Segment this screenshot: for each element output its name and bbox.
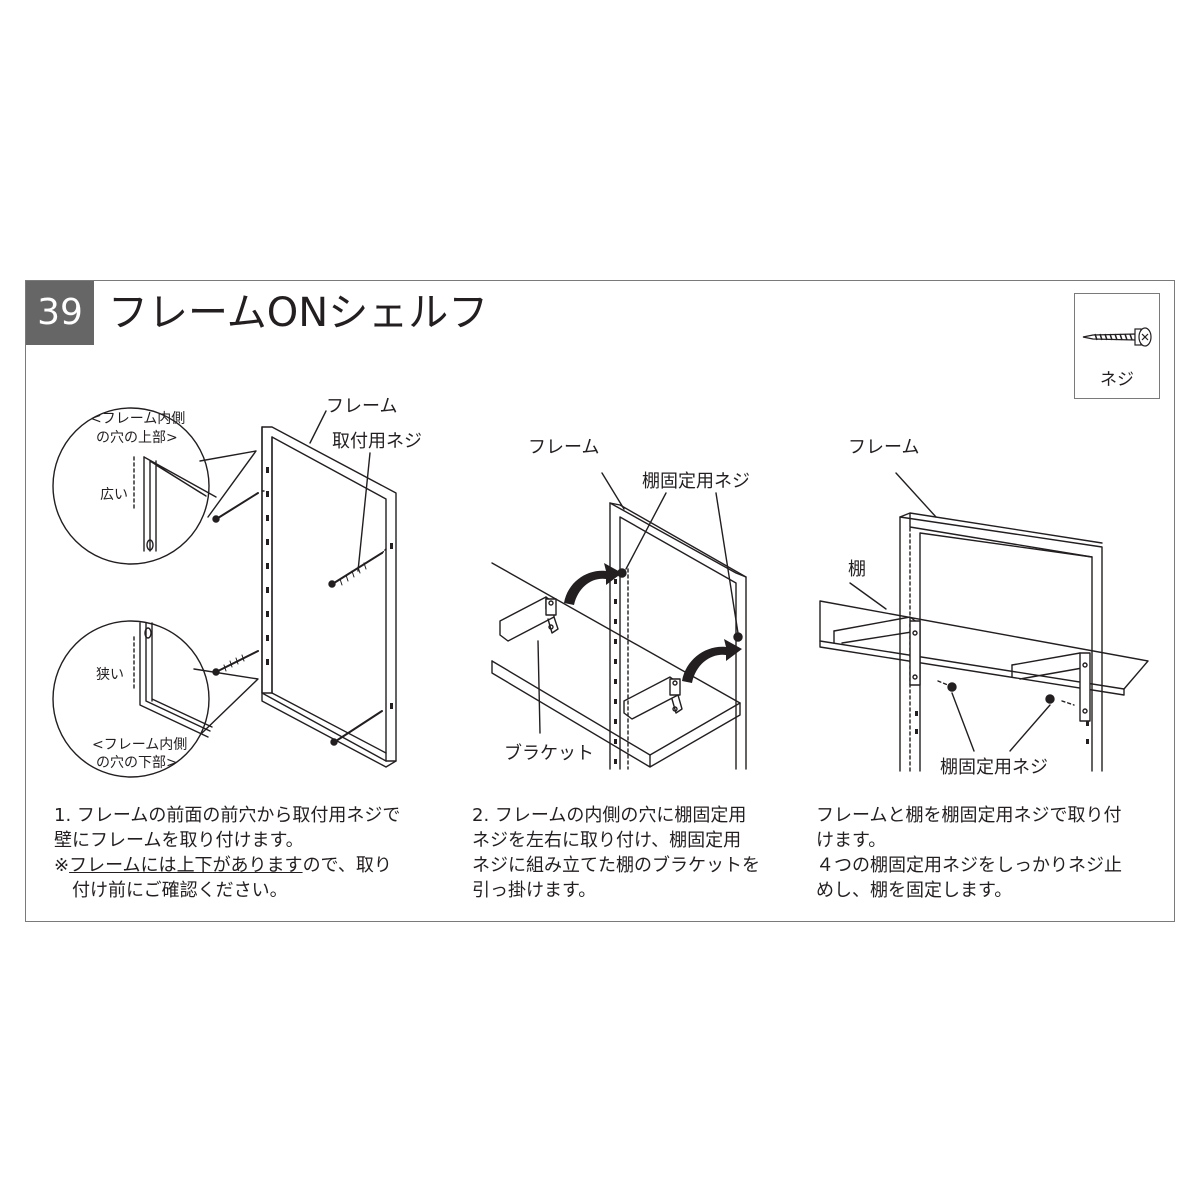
step3-caption: フレームと棚を棚固定用ネジで取り付 けます。 ４つの棚固定用ネジをしっかりネジ止… <box>816 803 1156 903</box>
note-prefix: ※ <box>54 855 70 876</box>
step3-illustration <box>819 472 1149 772</box>
step2-caption-line2: ネジを左右に取り付け、棚固定用 <box>472 830 742 851</box>
step2-frame <box>609 502 747 770</box>
step3-shelf-label: 棚 <box>848 559 866 580</box>
step2-caption-line4: 引っ掛けます。 <box>472 880 597 901</box>
note-underlined-2: 上下 <box>176 855 213 876</box>
step2-screws <box>617 568 743 642</box>
page-title: フレームONシェルフ <box>108 290 489 336</box>
step1-illustration <box>52 407 397 778</box>
step-number-badge: 39 <box>26 281 94 345</box>
screw-icon <box>1082 327 1152 347</box>
callout-top-hole-detail <box>52 407 257 565</box>
step1-caption-line4: 付け前にご確認ください。 <box>72 880 288 901</box>
step2-caption-line3: ネジに組み立てた棚のブラケットを <box>472 855 760 876</box>
step1-screw-label: 取付用ネジ <box>332 431 422 452</box>
step3-screw-leader <box>951 692 1051 752</box>
step2-shelf <box>491 562 741 768</box>
step3-frame <box>899 512 1103 772</box>
step1-frame-label: フレーム <box>326 396 398 417</box>
callout-bottom-label-line2: の穴の下部> <box>96 755 178 771</box>
step2-illustration <box>491 472 747 770</box>
part-label: ネジ <box>1100 370 1134 390</box>
step3-caption-line2: けます。 <box>816 830 887 851</box>
step2-caption: 2. フレームの内側の穴に棚固定用 ネジを左右に取り付け、棚固定用 ネジに組み立… <box>472 803 802 903</box>
note-suffix: ので、取り <box>302 855 392 876</box>
step1-caption-note: ※フレームには上下がありますので、取り <box>54 853 454 878</box>
step3-frame-leader <box>895 472 937 518</box>
note-underlined-1: フレームには <box>69 855 177 876</box>
step2-screw-leader <box>625 492 739 634</box>
step3-brackets <box>909 620 1091 722</box>
step2-bracket-label: ブラケット <box>504 743 594 764</box>
step3-caption-line4: めし、棚を固定します。 <box>816 880 1013 901</box>
step2-brackets <box>499 596 683 720</box>
step3-screw-label: 棚固定用ネジ <box>940 757 1048 778</box>
step1-caption-line1: 1. フレームの前面の前穴から取付用ネジで <box>54 805 401 826</box>
step2-frame-label: フレーム <box>528 437 600 458</box>
narrow-label: 狭い <box>96 667 124 683</box>
step3-caption-line1: フレームと棚を棚固定用ネジで取り付 <box>816 805 1122 826</box>
step1-caption: 1. フレームの前面の前穴から取付用ネジで 壁にフレームを取り付けます。 ※フレ… <box>54 803 454 903</box>
wide-label: 広い <box>100 487 128 503</box>
instruction-panel: 39 フレームONシェルフ ネジ <box>25 280 1175 922</box>
note-underlined-3: があります <box>212 855 303 876</box>
callout-top-label-line2: の穴の上部> <box>96 430 178 446</box>
step3-caption-line3: ４つの棚固定用ネジをしっかりネジ止 <box>816 855 1122 876</box>
callout-top-label-line1: <フレーム内側 <box>90 411 186 427</box>
step3-frame-label: フレーム <box>848 437 920 458</box>
step3-screws <box>937 680 1075 706</box>
step2-screw-label: 棚固定用ネジ <box>642 471 750 492</box>
step1-screws <box>212 490 387 746</box>
step2-frame-leader <box>601 472 625 510</box>
step3-shelf <box>819 600 1149 696</box>
assembly-illustrations <box>52 407 1149 778</box>
step1-caption-line2: 壁にフレームを取り付けます。 <box>54 830 304 851</box>
step1-frame-leader <box>309 410 327 444</box>
step2-caption-line1: 2. フレームの内側の穴に棚固定用 <box>472 805 747 826</box>
step2-bracket-leader <box>537 640 541 734</box>
step2-arrows <box>564 563 742 683</box>
step1-frame <box>261 426 397 768</box>
parts-box: ネジ <box>1074 293 1160 399</box>
step3-shelf-leader <box>849 582 887 610</box>
step1-screw-leader <box>357 452 371 572</box>
callout-bottom-label-line1: <フレーム内側 <box>92 737 188 753</box>
